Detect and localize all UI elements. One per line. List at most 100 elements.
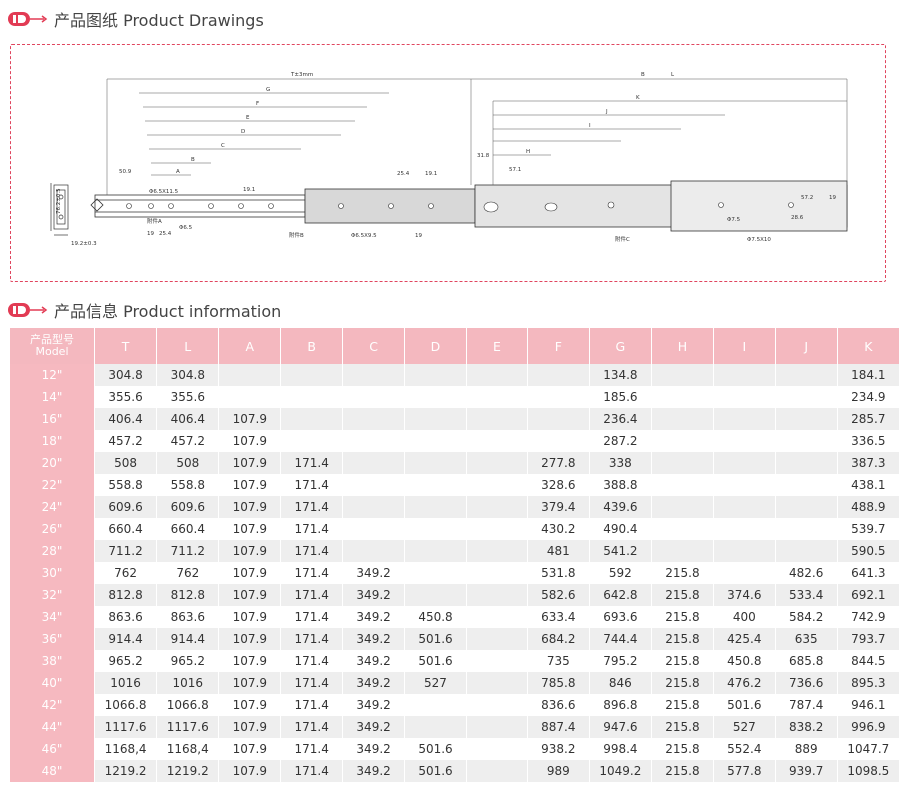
label-H: H <box>526 149 530 155</box>
value-cell: 609.6 <box>156 496 220 518</box>
brand-logo-icon <box>8 303 48 317</box>
value-cell: 349.2 <box>342 672 406 694</box>
dim-28-6: 28.6 <box>791 215 804 221</box>
value-cell <box>404 540 467 562</box>
value-cell: 349.2 <box>342 760 406 782</box>
column-header-J: J <box>775 328 838 364</box>
model-cell: 38" <box>10 650 95 672</box>
column-header-E: E <box>466 328 528 364</box>
value-cell: 1066.8 <box>156 694 220 716</box>
value-cell <box>466 452 528 474</box>
value-cell <box>218 386 282 408</box>
value-cell <box>342 540 406 562</box>
value-cell: 1219.2 <box>94 760 158 782</box>
value-cell <box>280 430 344 452</box>
value-cell <box>713 386 776 408</box>
value-cell <box>466 408 528 430</box>
value-cell: 541.2 <box>589 540 652 562</box>
part-B-label: 附件B <box>289 231 304 239</box>
value-cell: 171.4 <box>280 562 344 584</box>
value-cell: 388.8 <box>589 474 652 496</box>
value-cell: 107.9 <box>218 628 282 650</box>
value-cell: 215.8 <box>651 562 714 584</box>
value-cell: 107.9 <box>218 584 282 606</box>
value-cell <box>775 386 838 408</box>
label-C: C <box>221 143 225 149</box>
value-cell: 795.2 <box>589 650 652 672</box>
value-cell: 836.6 <box>527 694 590 716</box>
value-cell: 406.4 <box>156 408 220 430</box>
value-cell <box>342 364 406 386</box>
value-cell: 939.7 <box>775 760 838 782</box>
label-A: A <box>176 169 180 175</box>
value-cell: 635 <box>775 628 838 650</box>
value-cell <box>527 408 590 430</box>
model-cell: 36" <box>10 628 95 650</box>
value-cell <box>527 386 590 408</box>
value-cell <box>342 518 406 540</box>
model-cell: 34" <box>10 606 95 628</box>
value-cell: 736.6 <box>775 672 838 694</box>
value-cell: 287.2 <box>589 430 652 452</box>
value-cell: 171.4 <box>280 716 344 738</box>
label-E: E <box>246 115 250 121</box>
value-cell: 171.4 <box>280 672 344 694</box>
value-cell <box>466 364 528 386</box>
value-cell: 558.8 <box>156 474 220 496</box>
value-cell: 215.8 <box>651 760 714 782</box>
value-cell: 387.3 <box>837 452 900 474</box>
column-header-K: K <box>837 328 900 364</box>
value-cell: 476.2 <box>713 672 776 694</box>
part-C-label: 附件C <box>615 235 630 243</box>
label-J: J <box>605 109 608 115</box>
value-cell <box>651 518 714 540</box>
value-cell: 684.2 <box>527 628 590 650</box>
value-cell <box>713 408 776 430</box>
value-cell: 693.6 <box>589 606 652 628</box>
value-cell: 425.4 <box>713 628 776 650</box>
label-F: F <box>256 101 259 107</box>
value-cell: 171.4 <box>280 628 344 650</box>
value-cell <box>404 364 467 386</box>
value-cell: 642.8 <box>589 584 652 606</box>
value-cell <box>466 496 528 518</box>
value-cell <box>713 562 776 584</box>
value-cell: 457.2 <box>94 430 158 452</box>
value-cell: 349.2 <box>342 650 406 672</box>
value-cell <box>404 408 467 430</box>
value-cell: 406.4 <box>94 408 158 430</box>
value-cell: 685.8 <box>775 650 838 672</box>
value-cell: 1049.2 <box>589 760 652 782</box>
value-cell <box>404 452 467 474</box>
value-cell <box>280 364 344 386</box>
value-cell: 711.2 <box>156 540 220 562</box>
value-cell: 711.2 <box>94 540 158 562</box>
value-cell: 531.8 <box>527 562 590 584</box>
label-D: D <box>241 129 245 135</box>
column-header-F: F <box>527 328 590 364</box>
value-cell: 349.2 <box>342 694 406 716</box>
value-cell: 107.9 <box>218 650 282 672</box>
value-cell <box>466 672 528 694</box>
model-cell: 40" <box>10 672 95 694</box>
value-cell: 215.8 <box>651 606 714 628</box>
value-cell: 450.8 <box>404 606 467 628</box>
value-cell <box>775 452 838 474</box>
label-I: I <box>589 123 591 129</box>
value-cell: 1098.5 <box>837 760 900 782</box>
value-cell: 379.4 <box>527 496 590 518</box>
brand-logo-icon <box>8 12 48 26</box>
value-cell: 304.8 <box>156 364 220 386</box>
value-cell: 692.1 <box>837 584 900 606</box>
value-cell <box>651 496 714 518</box>
value-cell: 107.9 <box>218 760 282 782</box>
part-A-label: 附件A <box>147 217 162 225</box>
